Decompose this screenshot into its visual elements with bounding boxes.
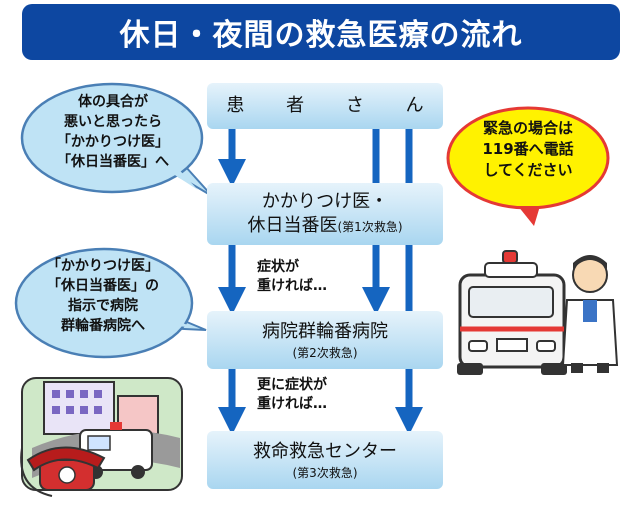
- bubble-2-line: 「休日当番医」の: [47, 278, 159, 294]
- bubble-1-line: 悪いと思ったら: [64, 114, 162, 130]
- flow-box-third-aid: 救命救急センター (第3次救急): [207, 431, 443, 489]
- third-aid-sub: (第3次救急): [292, 465, 358, 480]
- condition-2: 更に症状が 重ければ…: [257, 376, 327, 414]
- speech-bubble-emergency: [446, 106, 610, 226]
- first-aid-line2: 休日当番医: [247, 214, 338, 236]
- bubble-emergency-line: してください: [483, 161, 573, 179]
- flow-box-second-aid: 病院群輪番病院 (第2次救急): [207, 311, 443, 369]
- bubble-2-text: 「かかりつけ医」 「休日当番医」の 指示で病院 群輪番病院へ: [28, 256, 178, 336]
- hospital-scene-icon: [20, 377, 183, 497]
- flow-box-patient: 患 者 さ ん: [207, 83, 443, 129]
- first-aid-line1: かかりつけ医・: [261, 190, 389, 212]
- condition-1: 症状が 重ければ…: [257, 258, 327, 296]
- condition-1-line2: 重ければ…: [257, 278, 327, 294]
- third-aid-label: 救命救急センター: [253, 440, 397, 462]
- bubble-emergency-line: 緊急の場合は: [482, 119, 573, 137]
- bubble-emergency-text: 緊急の場合は 119番へ電話 してください: [462, 118, 594, 181]
- bubble-emergency-line: 119番へ電話: [482, 140, 574, 158]
- second-aid-sub: (第2次救急): [292, 345, 358, 360]
- ambulance-icon: [457, 250, 619, 375]
- condition-1-line1: 症状が: [257, 259, 299, 275]
- bubble-1-line: 「休日当番医」へ: [57, 154, 169, 170]
- first-aid-line2-wrap: 休日当番医(第1次救急): [248, 214, 403, 239]
- bubble-2-line: 指示で病院: [68, 298, 138, 314]
- bubble-1-line: 体の具合が: [78, 94, 148, 110]
- second-aid-label: 病院群輪番病院: [262, 320, 388, 342]
- first-aid-sub: (第1次救急): [337, 219, 403, 234]
- bubble-2-line: 群輪番病院へ: [61, 318, 145, 334]
- condition-2-line1: 更に症状が: [257, 377, 327, 393]
- speech-bubble-1: [20, 82, 213, 197]
- page-title: 休日・夜間の救急医療の流れ: [22, 4, 620, 60]
- bubble-1-text: 体の具合が 悪いと思ったら 「かかりつけ医」 「休日当番医」へ: [38, 92, 188, 172]
- bubble-2-line: 「かかりつけ医」: [46, 258, 160, 274]
- condition-2-line2: 重ければ…: [257, 396, 327, 412]
- bubble-1-line: 「かかりつけ医」: [56, 134, 170, 150]
- patient-label: 患 者 さ ん: [226, 95, 442, 116]
- speech-bubble-2: [14, 247, 207, 359]
- flow-box-first-aid: かかりつけ医・ 休日当番医(第1次救急): [207, 183, 443, 245]
